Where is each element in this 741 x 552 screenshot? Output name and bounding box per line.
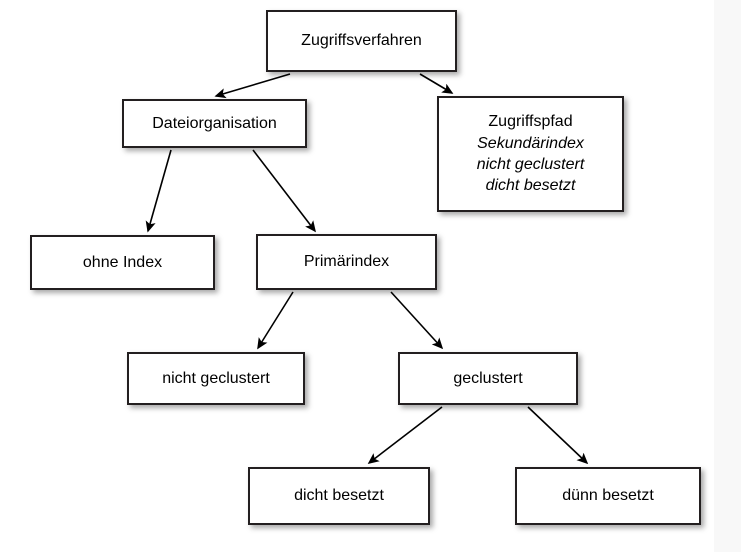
node-label-dateiorganisation: Dateiorganisation — [124, 113, 305, 134]
node-label-dicht-besetzt: dicht besetzt — [250, 485, 428, 506]
node-label-line: dünn besetzt — [562, 487, 654, 505]
node-label-geclustert: geclustert — [400, 368, 576, 389]
edge-zugriffsverfahren-to-zugriffspfad — [419, 73, 454, 94]
edge-primaerindex-to-nicht-geclustert — [257, 291, 294, 350]
edge-zugriffsverfahren-to-dateiorganisation — [214, 73, 291, 99]
node-geclustert[interactable]: geclustert — [398, 352, 578, 405]
node-label-zugriffsverfahren: Zugriffsverfahren — [268, 30, 455, 51]
node-duenn-besetzt[interactable]: dünn besetzt — [515, 467, 701, 525]
node-dicht-besetzt[interactable]: dicht besetzt — [248, 467, 430, 525]
node-label-primaerindex: Primärindex — [258, 251, 435, 272]
node-zugriffsverfahren[interactable]: Zugriffsverfahren — [266, 10, 457, 72]
node-label-nicht-geclustert: nicht geclustert — [129, 368, 303, 389]
node-label-line: nicht geclustert — [162, 369, 270, 387]
node-label-line: geclustert — [453, 369, 523, 387]
node-label-line: Primärindex — [303, 253, 390, 271]
node-label-line: ohne Index — [82, 253, 163, 271]
edge-geclustert-to-dicht-besetzt — [367, 406, 443, 464]
node-label-line: Dateiorganisation — [152, 114, 277, 132]
node-dateiorganisation[interactable]: Dateiorganisation — [122, 99, 307, 148]
node-label-line: Zugriffspfad — [488, 113, 573, 131]
edge-geclustert-to-duenn-besetzt — [527, 406, 589, 465]
edge-dateiorganisation-to-ohne-index — [145, 149, 172, 233]
node-label-line: nicht geclustert — [476, 156, 585, 173]
node-primaerindex[interactable]: Primärindex — [256, 234, 437, 290]
node-ohne-index[interactable]: ohne Index — [30, 235, 215, 290]
edge-dateiorganisation-to-primaerindex — [252, 149, 316, 233]
node-label-line: Zugriffsverfahren — [301, 32, 422, 50]
node-label-duenn-besetzt: dünn besetzt — [517, 485, 699, 506]
page-margin-strip — [714, 0, 741, 552]
node-label-line: dicht besetzt — [294, 487, 384, 505]
node-label-line: dicht besetzt — [485, 177, 576, 195]
node-label-ohne-index: ohne Index — [32, 252, 213, 273]
edge-primaerindex-to-geclustert — [390, 291, 444, 350]
node-nicht-geclustert[interactable]: nicht geclustert — [127, 352, 305, 405]
node-label-line: Sekundärindex — [477, 134, 584, 152]
